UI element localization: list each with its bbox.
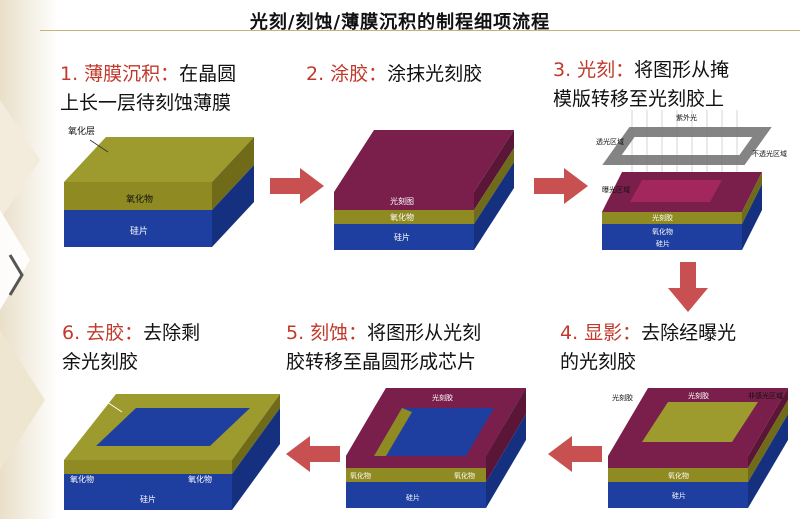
page-title: 光刻/刻蚀/薄膜沉积的制程细项流程 [249, 12, 551, 33]
step-3-desc-line2: 模版转移至光刻胶上 [553, 88, 725, 110]
label-opaque-region: 不透光区域 [752, 149, 787, 158]
block-step-5: 光刻胶 氧化物 氧化物 硅片 [346, 388, 526, 508]
label-oxide-1: 氧化物 [126, 193, 153, 205]
step-3-text: 3. 光刻：将图形从掩 模版转移至光刻胶上 [553, 56, 793, 114]
step-4-number: 4. 显影： [560, 322, 642, 344]
block-step-1: 氧化层 氧化物 硅片 [64, 125, 254, 247]
label-oxide-6b: 氧化物 [188, 474, 212, 484]
arrow-left-4 [548, 436, 602, 472]
step-4-desc-line2: 的光刻胶 [560, 351, 637, 373]
step-4-desc: 去除经曝光 [641, 322, 737, 344]
label-exposed-region: 曝光区域 [602, 185, 630, 194]
step-5-number: 5. 刻蚀： [286, 322, 368, 344]
label-transparent-region: 透光区域 [596, 137, 624, 146]
step-2-desc: 涂抹光刻胶 [387, 63, 483, 85]
label-resist-5: 光刻胶 [432, 393, 453, 402]
label-silicon-4: 硅片 [672, 491, 686, 500]
block-step-4: 光刻胶 光刻胶 非感光区域 氧化物 硅片 [608, 388, 788, 508]
label-oxide-3: 氧化物 [652, 227, 673, 236]
step-4-text: 4. 显影：去除经曝光 的光刻胶 [560, 319, 795, 377]
label-silicon-2: 硅片 [394, 232, 410, 242]
step-1-number: 1. 薄膜沉积： [60, 63, 180, 85]
step-2-number: 2. 涂胶： [306, 63, 388, 85]
label-silicon-6: 硅片 [140, 494, 156, 504]
label-oxide-5b: 氧化物 [454, 471, 475, 480]
arrow-down-3 [668, 262, 708, 312]
step-6-desc-line2: 余光刻胶 [62, 351, 139, 373]
step-1-text: 1. 薄膜沉积：在晶圆 上长一层待刻蚀薄膜 [60, 60, 305, 118]
step-6-desc: 去除剩 [143, 322, 201, 344]
step-6-number: 6. 去胶： [62, 322, 144, 344]
step-1-desc-line2: 上长一层待刻蚀薄膜 [60, 92, 232, 114]
label-oxide-5a: 氧化物 [350, 471, 371, 480]
step-3-number: 3. 光刻： [553, 59, 635, 81]
arrow-right-1 [270, 168, 324, 204]
step-2-text: 2. 涂胶：涂抹光刻胶 [306, 60, 526, 89]
label-silicon-5: 硅片 [406, 493, 420, 502]
arrow-left-5 [286, 436, 340, 472]
step-5-desc-line2: 胶转移至晶圆形成芯片 [286, 351, 477, 373]
block-step-2: 光刻图 氧化物 硅片 [334, 130, 514, 250]
label-resist-2: 光刻图 [390, 196, 414, 206]
left-decoration [0, 0, 58, 519]
step-6-text: 6. 去胶：去除剩 余光刻胶 [62, 319, 272, 377]
step-5-text: 5. 刻蚀：将图形从光刻 胶转移至晶圆形成芯片 [286, 319, 541, 377]
block-step-3: 紫外光 透光区域 不透光区域 曝光区域 光刻胶 氧化物 硅片 [596, 110, 787, 250]
label-resist-3: 光刻胶 [652, 213, 673, 222]
label-photo-4: 光刻胶 [612, 393, 633, 402]
step-1-desc: 在晶圆 [179, 63, 237, 85]
arrow-right-2 [534, 168, 588, 204]
label-silicon-3: 硅片 [656, 239, 670, 248]
step-3-desc: 将图形从掩 [634, 59, 730, 81]
label-silicon-1: 硅片 [130, 225, 148, 237]
block-step-6: 氧化物 氧化物 硅片 [64, 394, 280, 510]
label-uv-light: 紫外光 [676, 113, 697, 122]
label-resist-4: 光刻胶 [688, 391, 709, 400]
label-oxide-2: 氧化物 [390, 212, 414, 222]
step-5-desc: 将图形从光刻 [367, 322, 482, 344]
label-oxide-4: 氧化物 [668, 471, 689, 480]
title-underline [40, 30, 800, 31]
label-oxide-layer: 氧化层 [68, 125, 95, 137]
label-unexposed-region: 非感光区域 [748, 391, 783, 400]
label-oxide-6a: 氧化物 [70, 474, 94, 484]
